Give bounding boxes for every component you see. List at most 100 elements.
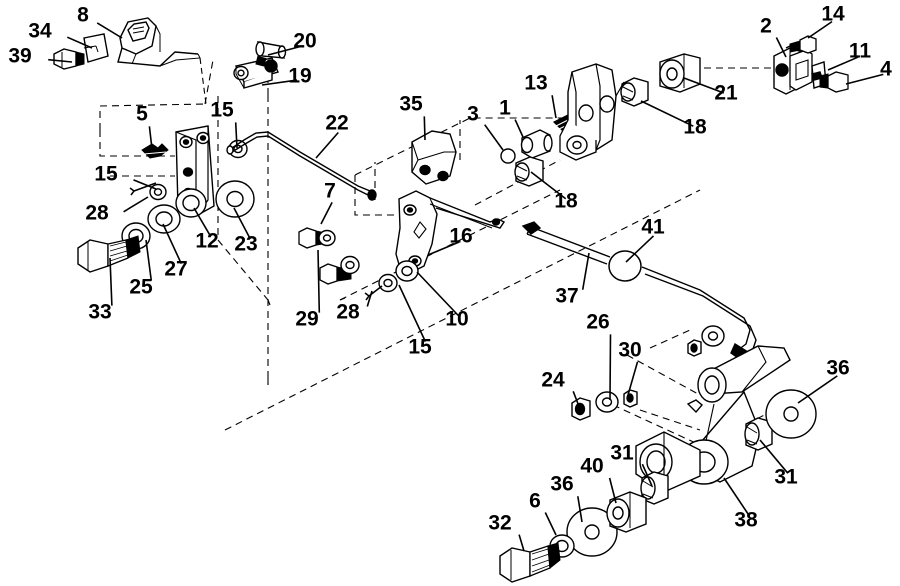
callout-18: 18 — [640, 100, 707, 139]
callout-leader-line — [723, 477, 750, 516]
callout-leader-line — [577, 496, 583, 523]
part-30-nut-lower — [623, 389, 638, 408]
callout-2: 2 — [760, 15, 787, 58]
callout-number: 12 — [195, 230, 218, 253]
callout-number: 2 — [760, 15, 772, 38]
callout-number: 38 — [734, 509, 758, 532]
part-4-bolt — [819, 71, 849, 93]
callout-19: 19 — [261, 65, 312, 88]
callout-26: 26 — [586, 311, 612, 401]
callout-15: 15 — [210, 99, 238, 149]
callout-leader-line — [551, 95, 557, 119]
part-39-bolt — [53, 48, 85, 70]
callout-10: 10 — [416, 271, 469, 331]
callout-leader-line — [66, 36, 93, 49]
callout-leader-line — [608, 477, 617, 504]
callout-28: 28 — [336, 290, 373, 324]
callout-15: 15 — [398, 284, 432, 359]
part-1-sleeve — [520, 129, 553, 159]
callout-leader-line — [267, 45, 303, 56]
callout-leader-line — [317, 249, 321, 313]
callout-41: 41 — [625, 216, 665, 263]
callout-number: 41 — [641, 216, 665, 239]
callout-leader-line — [423, 116, 426, 141]
callout-leader-line — [96, 22, 123, 39]
callout-30: 30 — [618, 339, 642, 396]
callout-number: 24 — [541, 369, 565, 392]
part-31-bushing-right — [744, 417, 773, 451]
callout-number: 26 — [586, 311, 609, 334]
callout-number: 3 — [467, 103, 479, 126]
part-26-washer-upper — [701, 325, 725, 347]
callout-number: 40 — [580, 455, 603, 478]
callout-28: 28 — [85, 196, 149, 225]
part-29-screw-lower — [319, 263, 352, 285]
part-40-spacer — [606, 491, 647, 533]
callout-34: 34 — [28, 20, 93, 49]
part-21-bushing — [659, 53, 701, 93]
callout-number: 11 — [849, 40, 872, 63]
callout-leader-line — [530, 171, 567, 200]
part-7-washer-upper — [318, 229, 336, 247]
callout-number: 7 — [324, 180, 336, 203]
callout-leader-line — [627, 361, 639, 396]
callout-number: 18 — [683, 116, 707, 139]
callout-40: 40 — [580, 455, 617, 504]
callout-leader-line — [683, 77, 725, 94]
callout-number: 32 — [488, 512, 511, 535]
callout-leader-line — [366, 290, 373, 307]
callout-number: 22 — [325, 112, 348, 135]
part-2-clamp — [773, 47, 813, 95]
callout-32: 32 — [488, 512, 525, 552]
callout-number: 15 — [408, 336, 432, 359]
part-8-dashed-tail — [199, 57, 207, 105]
callout-23: 23 — [233, 207, 258, 256]
part-32-bolt — [499, 542, 561, 583]
callout-33: 33 — [88, 257, 113, 324]
callout-number: 4 — [880, 58, 892, 81]
part-36-washer-right — [765, 389, 817, 439]
callout-leader-line — [261, 79, 298, 86]
callout-1: 1 — [499, 97, 524, 138]
callout-6: 6 — [529, 490, 557, 536]
callout-number: 36 — [550, 473, 573, 496]
callout-25: 25 — [129, 239, 153, 299]
callout-39: 39 — [8, 45, 73, 68]
callout-leader-line — [775, 37, 787, 58]
callout-leader-line — [514, 119, 524, 138]
callout-21: 21 — [683, 77, 738, 105]
callout-leader-line — [484, 124, 504, 151]
part-16-shift-lever — [395, 190, 506, 273]
part-19-link-arm — [233, 57, 279, 89]
callout-18: 18 — [530, 171, 578, 213]
callout-number: 10 — [445, 308, 468, 331]
part-41-grommet — [608, 250, 642, 282]
part-28-cotter-pin-lower — [364, 285, 383, 301]
callout-leader-line — [581, 252, 590, 290]
callout-38: 38 — [723, 477, 758, 532]
part-38-pedal-arm — [635, 345, 791, 493]
callout-31: 31 — [610, 442, 653, 487]
callout-31: 31 — [759, 439, 798, 489]
callout-number: 19 — [288, 65, 311, 88]
part-26-washer-lower — [595, 391, 619, 413]
callout-leader-line — [759, 439, 789, 474]
callout-number: 16 — [449, 225, 472, 248]
callout-leader-line — [544, 512, 557, 536]
callout-number: 1 — [499, 97, 511, 120]
callout-leader-line — [162, 223, 183, 265]
callout-36: 36 — [550, 473, 583, 523]
callout-leader-line — [641, 463, 653, 487]
upper-right-bracket — [559, 63, 625, 161]
callout-3: 3 — [467, 103, 504, 151]
part-7-washer-lower — [340, 255, 360, 275]
callout-number: 25 — [129, 276, 153, 299]
callout-leader-line — [145, 239, 153, 281]
part-12-bracket — [175, 125, 215, 218]
callout-leader-line — [109, 257, 113, 306]
callout-number: 5 — [136, 103, 148, 126]
part-5-clip — [141, 143, 169, 159]
callout-leader-line — [518, 534, 525, 552]
